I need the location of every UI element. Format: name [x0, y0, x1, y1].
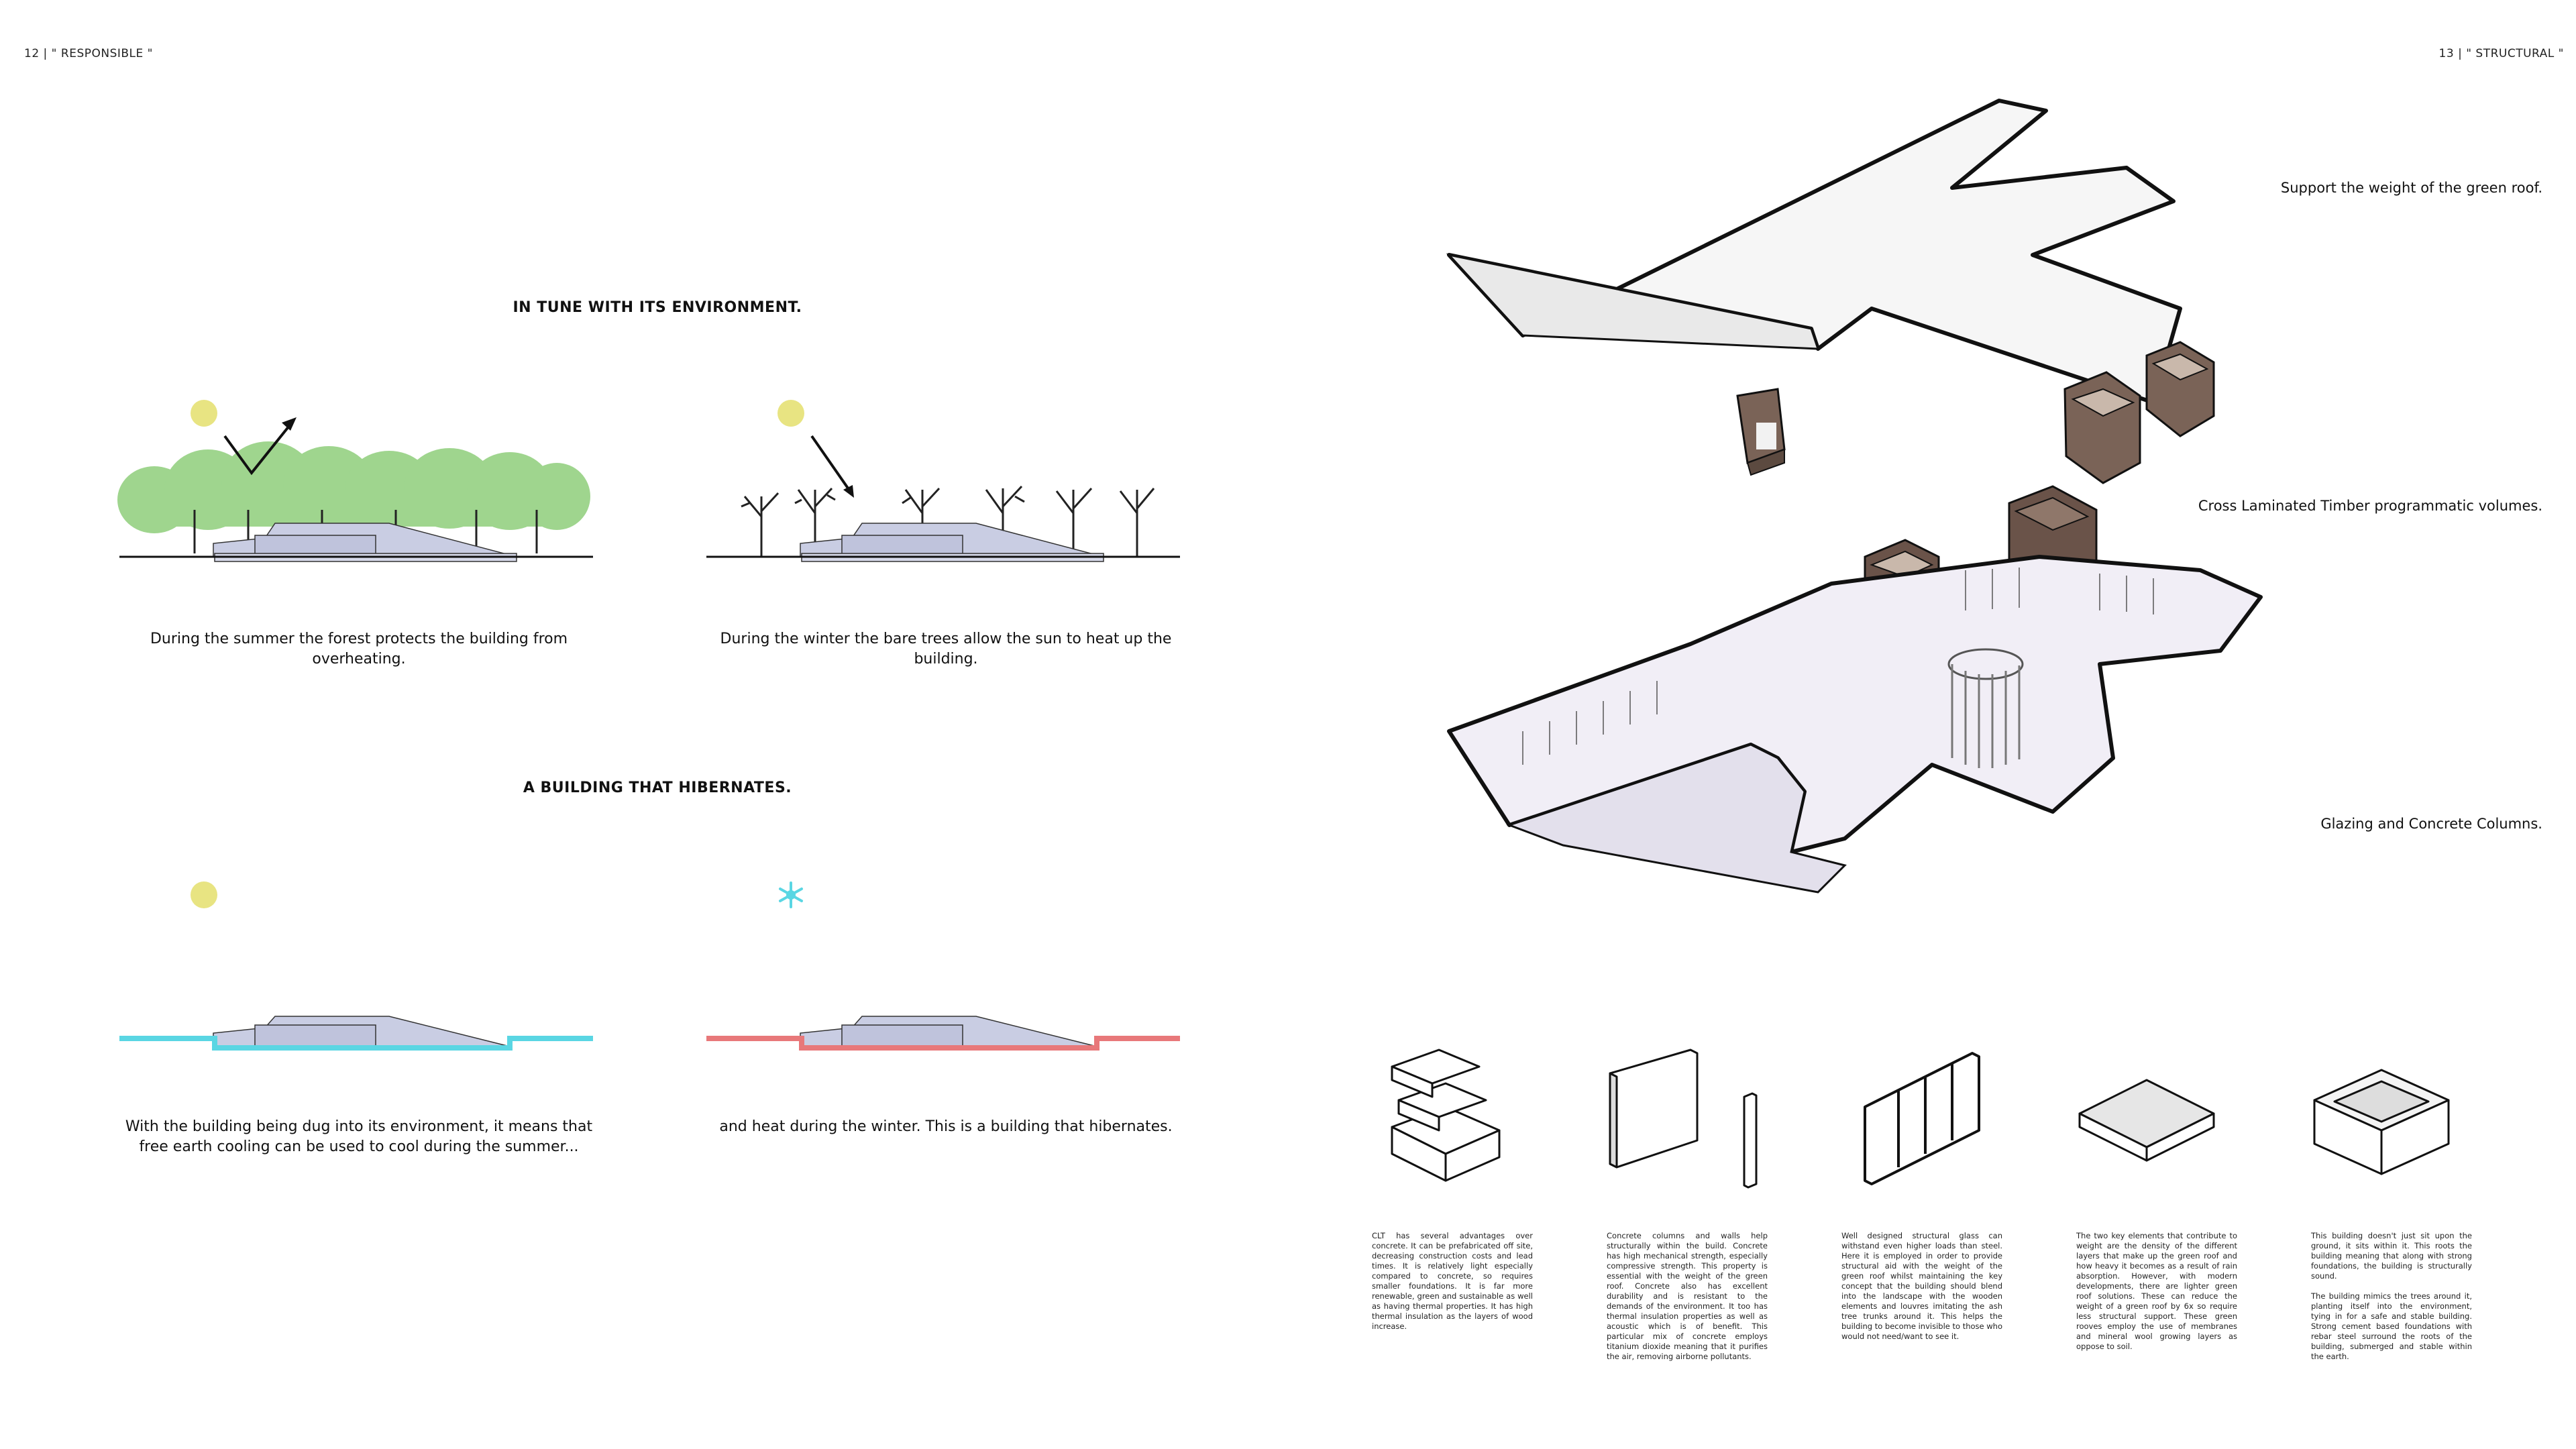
structural-glass-icon	[1864, 1052, 1980, 1185]
page-number-left: 12 | " RESPONSIBLE "	[24, 47, 153, 60]
clt-volume-3	[2145, 341, 2215, 437]
green-roof-slab	[1446, 99, 2182, 405]
summer-diagram	[117, 400, 593, 562]
clt-stack-icon	[1391, 1049, 1501, 1182]
foundation-box-icon	[2313, 1069, 2450, 1175]
caption-cooling: With the building being dug into its env…	[125, 1118, 593, 1155]
bare-trees	[741, 485, 1155, 557]
paragraph-concrete: Concrete columns and walls help structur…	[1607, 1231, 1768, 1361]
caption-summer: During the summer the forest protects th…	[150, 631, 568, 667]
caption-winter: During the winter the bare trees allow t…	[720, 631, 1172, 667]
heading-in-tune: IN TUNE WITH ITS ENVIRONMENT.	[513, 299, 802, 316]
warm-earth-line	[706, 1036, 1180, 1051]
building-section-heating	[800, 1016, 1097, 1047]
glazing-level	[1447, 555, 2263, 894]
concrete-wall-icon	[1609, 1049, 1758, 1189]
building-section	[213, 523, 517, 562]
exploded-axonometric	[1446, 99, 2263, 894]
heating-diagram	[706, 881, 1180, 1051]
green-roof-layers-icon	[2078, 1079, 2215, 1162]
sun-icon-cooling	[191, 881, 217, 908]
page-number-right: 13 | " STRUCTURAL "	[2438, 47, 2564, 60]
paragraph-foundations: This building doesn't just sit upon the …	[2311, 1231, 2472, 1361]
cool-earth-line	[119, 1036, 593, 1051]
sun-ray-reflected	[223, 421, 293, 476]
paragraph-clt: CLT has several advantages over concrete…	[1372, 1231, 1533, 1331]
label-glazing: Glazing and Concrete Columns.	[2320, 816, 2542, 832]
paragraph-green-roof: The two key elements that contribute to …	[2076, 1231, 2237, 1351]
clt-volume-2	[2063, 371, 2141, 484]
paragraph-glass: Well designed structural glass can withs…	[1841, 1231, 2002, 1341]
sun-icon-winter	[777, 400, 804, 427]
snowflake-icon	[779, 881, 803, 908]
building-section-winter	[800, 523, 1104, 562]
cooling-diagram	[119, 881, 593, 1051]
heading-hibernates: A BUILDING THAT HIBERNATES.	[523, 780, 792, 796]
label-roof: Support the weight of the green roof.	[2280, 180, 2542, 196]
column-ring	[1947, 648, 2024, 680]
clt-volume-1	[1736, 388, 1786, 476]
label-volumes: Cross Laminated Timber programmatic volu…	[2198, 498, 2542, 514]
winter-diagram	[706, 400, 1180, 562]
sun-icon	[191, 400, 217, 427]
sun-ray-winter	[810, 435, 851, 492]
building-section-cooling	[213, 1016, 511, 1047]
caption-heating: and heat during the winter. This is a bu…	[719, 1118, 1173, 1135]
forest-foliage	[117, 441, 590, 533]
